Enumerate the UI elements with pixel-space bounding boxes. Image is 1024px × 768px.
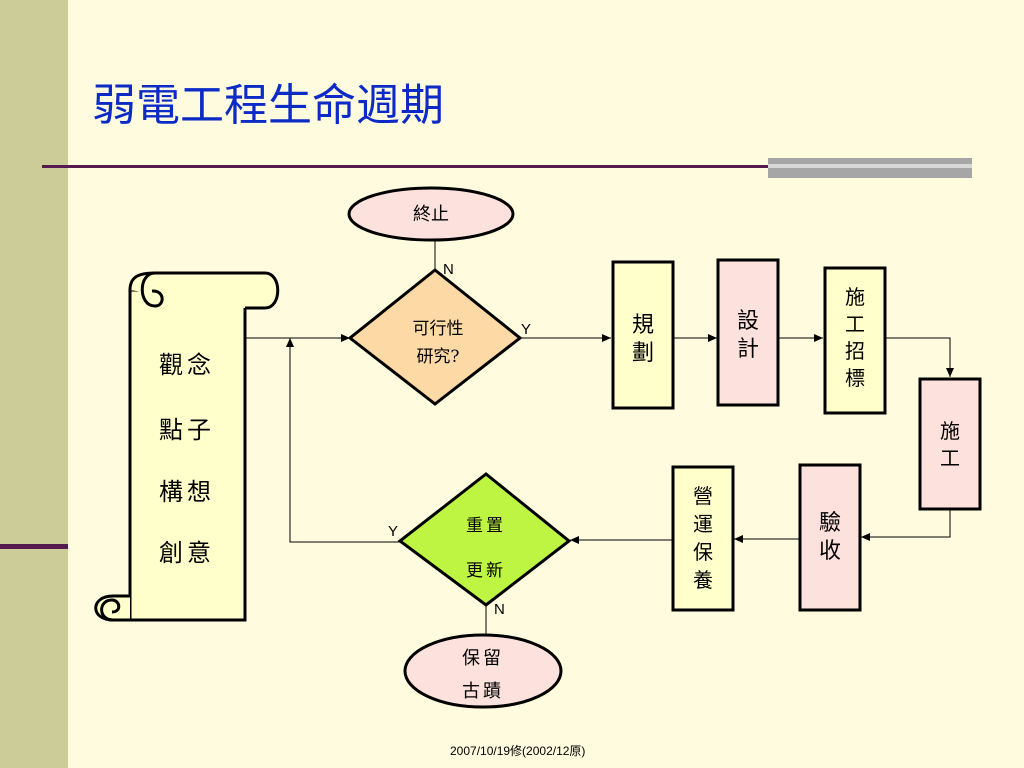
terminate-node: 終止 <box>347 186 515 242</box>
title-divider <box>42 165 772 168</box>
connector-renew-to-feasibility-loop <box>286 338 400 543</box>
design-label-1: 設 <box>737 309 759 334</box>
idea-label-1: 觀念 <box>159 351 215 379</box>
tender-label-2: 工 <box>845 312 865 336</box>
idea-label-4: 創意 <box>159 539 215 567</box>
idea-scroll-node: 觀念 點子 構想 創意 <box>94 271 280 622</box>
tender-label-4: 標 <box>845 366 865 390</box>
tender-label-3: 招 <box>845 339 865 363</box>
preserve-label-line2: 古蹟 <box>462 681 504 702</box>
renew-no-label: N <box>494 601 505 618</box>
planning-node: 規 劃 <box>611 260 675 410</box>
operation-label-4: 養 <box>693 568 713 592</box>
acceptance-label-2: 收 <box>819 539 841 564</box>
planning-label-2: 劃 <box>632 341 654 366</box>
renew-label-line1: 重置 <box>466 516 506 536</box>
operation-label-1: 營 <box>693 484 713 508</box>
title-divider-accent-highlight <box>768 164 972 168</box>
operation-node: 營 運 保 養 <box>671 465 735 612</box>
feasibility-label-line1: 可行性 <box>413 319 464 339</box>
connector-construction-to-acceptance <box>861 510 951 541</box>
feasibility-decision: 可行性 研究? <box>347 268 523 406</box>
renew-decision: 重置 更新 <box>397 472 572 607</box>
title-divider-accent <box>768 158 972 178</box>
design-label-2: 計 <box>737 337 759 362</box>
tender-node: 施 工 招 標 <box>823 266 887 415</box>
construction-node: 施 工 <box>918 377 982 511</box>
feasibility-yes-label: Y <box>521 321 531 338</box>
design-node: 設 計 <box>716 258 780 407</box>
idea-label-2: 點子 <box>159 416 215 444</box>
acceptance-label-1: 驗 <box>819 511 841 536</box>
acceptance-node: 驗 收 <box>798 463 862 612</box>
renew-yes-label: Y <box>388 523 398 540</box>
operation-label-2: 運 <box>693 512 713 536</box>
terminate-label: 終止 <box>413 204 449 225</box>
planning-label-1: 規 <box>632 313 654 338</box>
tender-label-1: 施 <box>845 285 865 309</box>
connector-tender-to-construction <box>886 337 954 377</box>
footer-date-note: 2007/10/19修(2002/12原) <box>450 744 586 758</box>
preserve-label-line1: 保留 <box>462 648 504 669</box>
construction-label-2: 工 <box>940 446 960 470</box>
preserve-node: 保留 古蹟 <box>403 633 563 709</box>
left-sidebar-band <box>0 0 68 768</box>
operation-label-3: 保 <box>693 540 713 564</box>
sidebar-accent-line <box>0 544 68 549</box>
connectors <box>245 233 954 638</box>
renew-label-line2: 更新 <box>466 561 506 581</box>
idea-label-3: 構想 <box>159 478 215 506</box>
feasibility-no-label: N <box>443 261 454 278</box>
feasibility-label-line2: 研究? <box>416 347 459 367</box>
page-title: 弱電工程生命週期 <box>92 80 444 131</box>
construction-label-1: 施 <box>940 419 960 443</box>
